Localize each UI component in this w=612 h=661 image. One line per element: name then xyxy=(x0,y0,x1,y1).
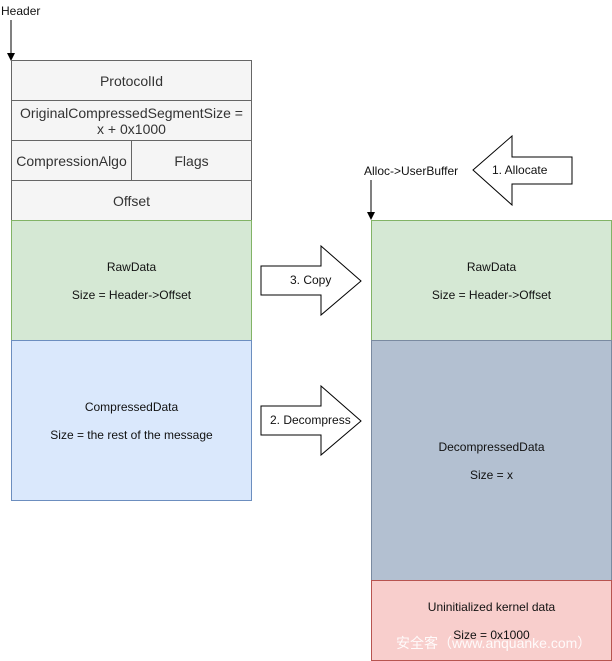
right-raw-data-size: Size = Header->Offset xyxy=(431,287,552,302)
protocol-id-label: ProtocolId xyxy=(99,72,164,89)
compression-algo-field: CompressionAlgo xyxy=(11,140,132,181)
decompress-arrow-label: 2. Decompress xyxy=(270,413,351,427)
original-compressed-size-field: OriginalCompressedSegmentSize = x + 0x10… xyxy=(11,100,252,141)
original-compressed-size-line1: OriginalCompressedSegmentSize = xyxy=(20,104,243,121)
compressed-data-size: Size = the rest of the message xyxy=(50,427,213,442)
uninitialized-kernel-data-size: Size = 0x1000 xyxy=(453,627,530,642)
header-pointer-head xyxy=(7,53,15,61)
alloc-user-buffer-label: Alloc->UserBuffer xyxy=(364,164,459,178)
copy-arrow xyxy=(260,244,362,317)
watermark: 安全客（www.anquanke.com） xyxy=(396,635,592,651)
right-raw-data-block: RawData Size = Header->Offset xyxy=(371,220,612,341)
compression-algo-label: CompressionAlgo xyxy=(16,152,127,169)
alloc-pointer-head xyxy=(367,212,375,220)
left-raw-data-title: RawData xyxy=(106,259,157,274)
decompressed-data-title: DecompressedData xyxy=(438,439,545,454)
left-raw-data-block: RawData Size = Header->Offset xyxy=(11,220,252,341)
uninitialized-kernel-data-title: Uninitialized kernel data xyxy=(427,599,556,614)
allocate-arrow xyxy=(472,134,573,207)
flags-field: Flags xyxy=(131,140,252,181)
compressed-data-block: CompressedData Size = the rest of the me… xyxy=(11,340,252,501)
offset-label: Offset xyxy=(112,192,151,209)
flags-label: Flags xyxy=(174,152,209,169)
left-raw-data-size: Size = Header->Offset xyxy=(71,287,192,302)
decompressed-data-size: Size = x xyxy=(469,467,514,482)
copy-arrow-label: 3. Copy xyxy=(290,273,332,287)
right-raw-data-title: RawData xyxy=(466,259,517,274)
allocate-arrow-label: 1. Allocate xyxy=(492,163,548,177)
header-label: Header xyxy=(1,4,41,18)
protocol-id-field: ProtocolId xyxy=(11,60,252,101)
offset-field: Offset xyxy=(11,180,252,221)
compressed-data-title: CompressedData xyxy=(84,399,179,414)
decompressed-data-block: DecompressedData Size = x xyxy=(371,340,612,581)
decompress-arrow xyxy=(260,384,362,457)
original-compressed-size-line2: x + 0x1000 xyxy=(97,120,166,137)
